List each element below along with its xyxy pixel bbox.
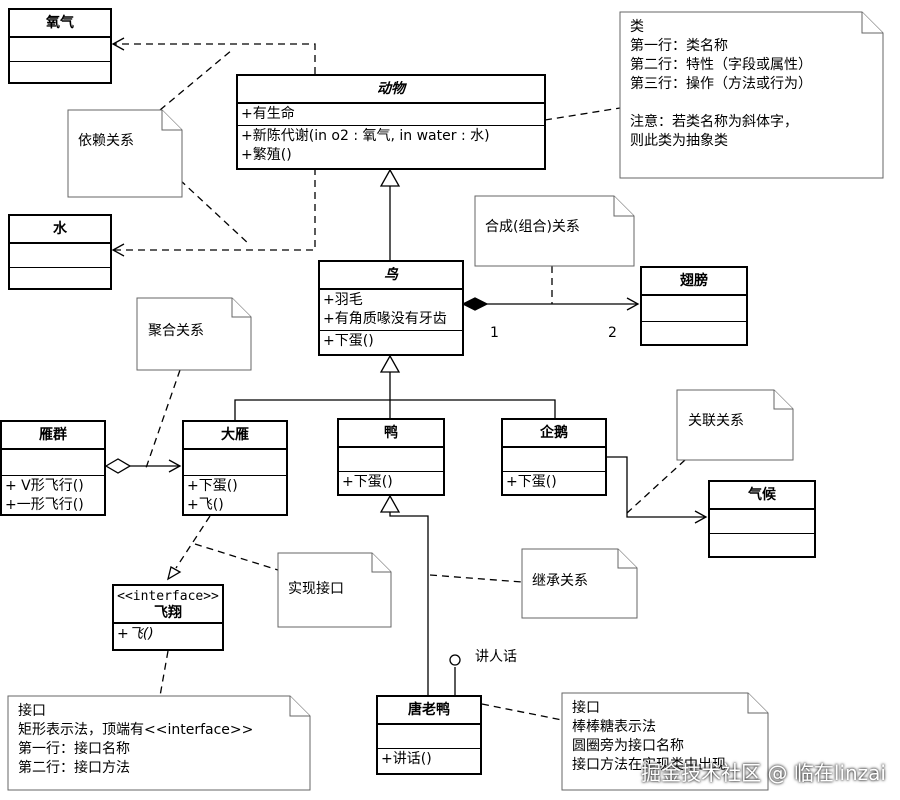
note-realization-shape: [277, 552, 392, 628]
watermark: 掘金技术社区 @ 临在linzai: [641, 761, 886, 785]
note-interface-lollipop: 接口 棒棒糖表示法 圆圈旁为接口名称 接口方法在实现类中出现: [572, 700, 726, 773]
class-operation: +新陈代谢(in o2 : 氧气, in water : 水): [241, 128, 490, 144]
class-name: 飞翔: [154, 605, 182, 621]
note-interface-rect: 接口 矩形表示法，顶端有<<interface>> 第一行：接口名称 第二行：接…: [18, 703, 254, 776]
class-name: 鸟: [320, 262, 462, 290]
class-attribute: +羽毛: [323, 292, 363, 308]
class-operation: +繁殖(): [241, 147, 292, 163]
generalization-donald-duck: [389, 512, 429, 695]
note-dependency-shape: [67, 109, 183, 198]
class-bird: 鸟 +羽毛 +有角质喙没有牙齿 +下蛋(): [318, 260, 464, 356]
class-name: 翅膀: [642, 268, 746, 296]
dependency-line-water: [111, 168, 316, 257]
class-oxygen: 氧气: [8, 8, 112, 84]
class-donald-duck: 唐老鸭 +讲话(): [376, 695, 482, 775]
dependency-line-oxygen: [111, 37, 316, 74]
class-operation: + V形飞行(): [5, 478, 84, 494]
note-aggregation: 聚合关系: [148, 323, 204, 339]
note-realization: 实现接口: [288, 581, 344, 597]
class-animal: 动物 +有生命 +新陈代谢(in o2 : 氧气, in water : 水) …: [236, 74, 546, 170]
class-name: 水: [10, 216, 110, 244]
class-attribute: +有生命: [238, 104, 544, 126]
class-wing: 翅膀: [640, 266, 748, 346]
class-operation: +下蛋(): [342, 474, 393, 490]
realization-line: [175, 515, 211, 569]
class-penguin: 企鹅 +下蛋(): [501, 418, 607, 496]
note-inheritance: 继承关系: [532, 573, 588, 589]
class-name: 唐老鸭: [378, 697, 480, 725]
note-inheritance-shape: [521, 548, 638, 619]
interface-stereotype: <<interface>>: [117, 589, 219, 604]
class-climate: 气候: [708, 480, 816, 558]
generalization-tree: [234, 372, 556, 420]
class-operation: +下蛋(): [323, 333, 374, 349]
class-operation: +一形飞行(): [5, 497, 84, 513]
class-water: 水: [8, 214, 112, 290]
note-association: 关联关系: [688, 413, 744, 429]
note-aggregation-shape: [136, 297, 252, 371]
class-attribute: +有角质喙没有牙齿: [323, 311, 447, 327]
class-name: 氧气: [10, 10, 110, 38]
multiplicity-1: 1: [490, 325, 499, 341]
multiplicity-2: 2: [608, 325, 617, 341]
class-operation: +下蛋(): [187, 478, 238, 494]
class-name: 气候: [710, 482, 814, 510]
note-composition-shape: [474, 195, 635, 267]
class-operation: +讲话(): [381, 751, 432, 767]
note-dependency: 依赖关系: [78, 133, 134, 149]
note-association-shape: [676, 389, 794, 461]
lollipop-interface-label: 讲人话: [475, 649, 517, 665]
class-flock: 雁群 + V形飞行() +一形飞行(): [0, 420, 106, 516]
class-operation: +飞(): [187, 497, 224, 513]
class-name: 雁群: [2, 422, 104, 450]
note-composition: 合成(组合)关系: [485, 219, 580, 235]
association-line: [607, 456, 708, 524]
note-class-shape: [619, 11, 884, 179]
note-class-description: 类 第一行：类名称 第二行：特性（字段或属性） 第三行：操作（方法或行为） 注意…: [630, 19, 812, 149]
lollipop-circle: [449, 654, 461, 666]
class-name: 大雁: [184, 422, 286, 450]
class-duck: 鸭 +下蛋(): [337, 418, 445, 496]
note-interface-lollipop-shape: [561, 692, 769, 791]
class-operation: +飞(): [117, 626, 154, 642]
interface-fly: <<interface>> 飞翔 +飞(): [112, 584, 224, 651]
class-operation: +下蛋(): [506, 474, 557, 490]
class-name: 鸭: [339, 420, 443, 448]
class-name: 动物: [238, 76, 544, 104]
class-goose: 大雁 +下蛋() +飞(): [182, 420, 288, 516]
note-interface-rect-shape: [7, 695, 311, 791]
class-name: 企鹅: [503, 420, 605, 448]
